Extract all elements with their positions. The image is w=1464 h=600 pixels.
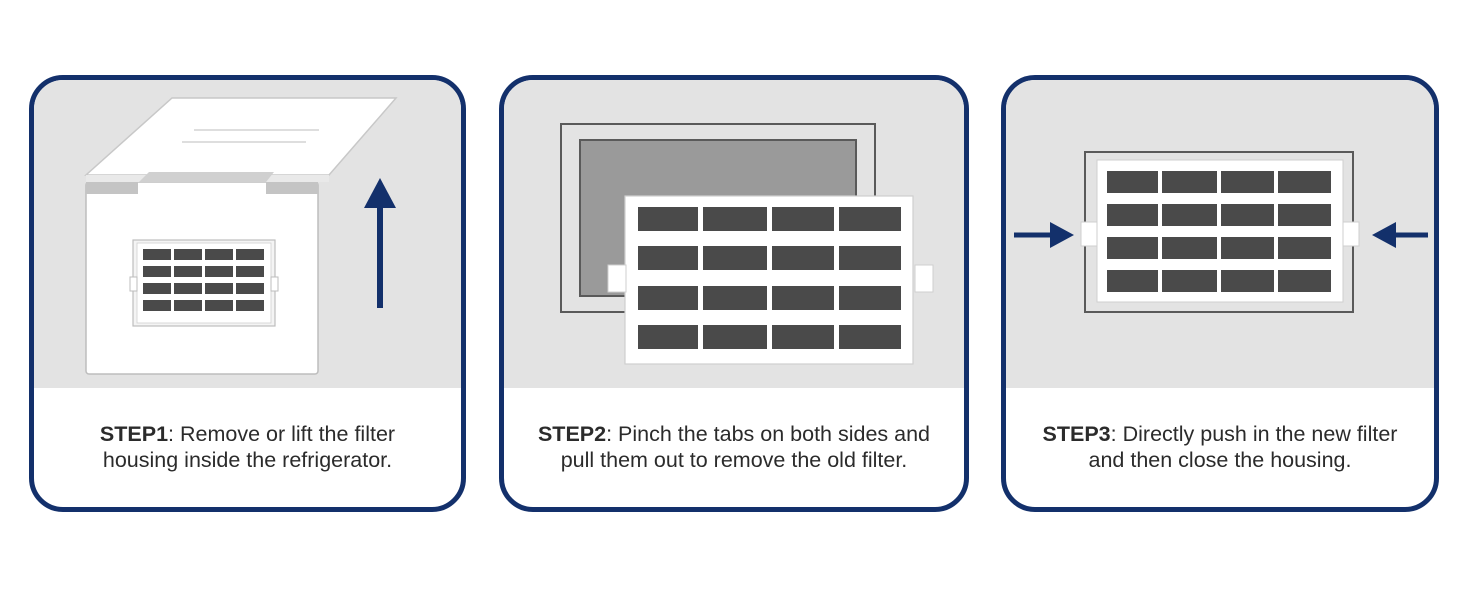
step3-text-line1: : Directly push in the new filter [1110, 421, 1398, 446]
step3-text-line2: and then close the housing. [1088, 447, 1352, 472]
step1-illustration [34, 80, 461, 388]
step2-text-line1: : Pinch the tabs on both sides and [606, 421, 931, 446]
step1-filter-grille [143, 249, 264, 311]
step1-text-line2: housing inside the refrigerator. [102, 447, 393, 472]
left-arrow-icon [1372, 222, 1428, 248]
step2-filter-grille [638, 207, 901, 349]
step2-filter-removal-drawing [560, 123, 934, 365]
step2-text-line2: pull them out to remove the old filter. [560, 447, 908, 472]
step3-illustration [1006, 80, 1434, 388]
step3-filter-grille [1107, 171, 1331, 292]
step2-label: STEP2 [537, 421, 607, 446]
step1-filter-housing-drawing [84, 97, 398, 375]
right-arrow-icon [1014, 222, 1074, 248]
step2-illustration [504, 80, 964, 388]
step1-text-line1: : Remove or lift the filter [168, 421, 396, 446]
up-arrow-icon [364, 178, 396, 308]
step3-label: STEP3 [1042, 421, 1111, 446]
step1-label: STEP1 [99, 421, 169, 446]
step3-filter-insert-drawing [1014, 151, 1428, 313]
